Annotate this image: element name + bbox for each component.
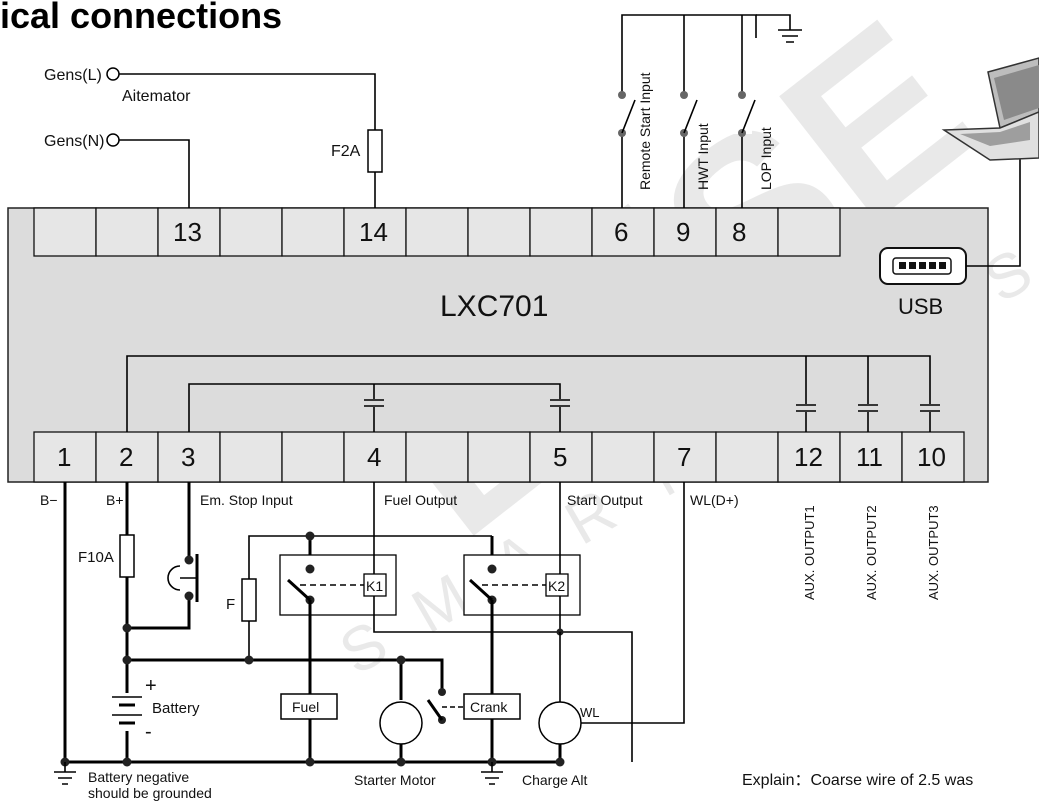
starter-motor-icon [379,701,423,745]
hwt-input-label: HWT Input [695,123,711,190]
bottom-terminal-3: 3 [181,442,195,472]
top-terminal-14: 14 [359,217,388,247]
alternator-label: Aitemator [122,88,191,105]
b-minus-label: B− [40,492,58,508]
wl-component-label: WL [580,705,600,720]
aux-output2-label: AUX. OUTPUT2 [864,505,879,600]
explain-note: Explain：Coarse wire of 2.5 was [742,772,973,789]
fuse-f-icon [241,578,257,622]
bottom-terminal-2: 2 [119,442,133,472]
fuse-f10a-label: F10A [78,549,114,566]
bottom-terminal-4: 4 [367,442,381,472]
fuse-f10a-icon [119,534,135,578]
top-terminal-6: 6 [614,217,628,247]
charge-alt-label: Charge Alt [522,772,587,788]
capacitor-12-icon [794,404,818,412]
starter-contact-icon [426,688,446,724]
top-terminal-13: 13 [173,217,202,247]
top-terminal-strip [33,207,841,257]
gens-l-terminal-icon [106,67,120,81]
usb-label: USB [898,294,943,319]
ground-motor-icon [481,762,503,785]
starter-motor-label: Starter Motor [354,772,436,788]
bottom-terminal-1: 1 [57,442,71,472]
bottom-terminal-strip [33,431,965,483]
battery-plus-label: + [145,675,157,697]
lop-switch-icon [732,91,756,137]
top-terminal-9: 9 [676,217,690,247]
relay-k1 [279,554,397,616]
capacitor-10-icon [918,404,942,412]
relay-k2-label: K2 [548,578,565,594]
charge-alt-icon [538,701,582,745]
fuel-label: Fuel [292,699,319,715]
capacitor-4-icon [362,399,386,407]
battery-note-line1: Battery negative [88,769,189,785]
capacitor-5-icon [548,399,572,407]
bottom-terminal-7: 7 [677,442,691,472]
em-stop-input-label: Em. Stop Input [200,492,293,508]
remote-start-input-label: Remote Start Input [637,72,653,190]
gens-l-label: Gens(L) [44,67,102,84]
aux-output3-label: AUX. OUTPUT3 [926,505,941,600]
bottom-terminal-5: 5 [553,442,567,472]
crank-label: Crank [470,699,508,715]
battery-icon [108,693,146,731]
capacitor-11-icon [856,404,880,412]
bottom-terminal-12: 12 [794,442,823,472]
internal-bus [126,355,942,432]
relay-k1-label: K1 [366,578,383,594]
relay-k1-coil-icon [363,573,387,597]
top-terminal-8: 8 [732,217,746,247]
fuse-f2a-icon [367,129,383,173]
wl-d-plus-label: WL(D+) [690,492,739,508]
remote-start-switch-icon [612,91,636,137]
ground-top-icon [778,29,802,43]
relay-k2-coil-icon [545,573,569,597]
battery-note-line2: should be grounded [88,785,212,801]
bottom-terminal-11: 11 [856,442,883,472]
fuse-f-label: F [226,596,235,613]
em-stop-button-icon [167,554,199,602]
junction-dots [60,531,565,767]
page-title: ical connections [0,0,282,36]
lop-input-label: LOP Input [758,127,774,190]
crank-solenoid [463,693,521,720]
battery-minus-label: - [145,721,152,743]
fuse-f2a-label: F2A [331,143,361,160]
fuel-output-label: Fuel Output [384,492,457,508]
ground-battery-icon [54,762,76,785]
laptop-icon [941,57,1039,161]
usb-port-icon [879,247,967,285]
battery-label: Battery [152,700,200,717]
gens-n-terminal-icon [106,133,120,147]
start-output-label: Start Output [567,492,643,508]
gens-n-label: Gens(N) [44,133,104,150]
aux-output1-label: AUX. OUTPUT1 [802,505,817,600]
b-plus-label: B+ [106,492,124,508]
hwt-switch-icon [674,91,698,137]
controller-model: LXC701 [440,290,548,323]
bottom-terminal-10: 10 [917,442,946,472]
